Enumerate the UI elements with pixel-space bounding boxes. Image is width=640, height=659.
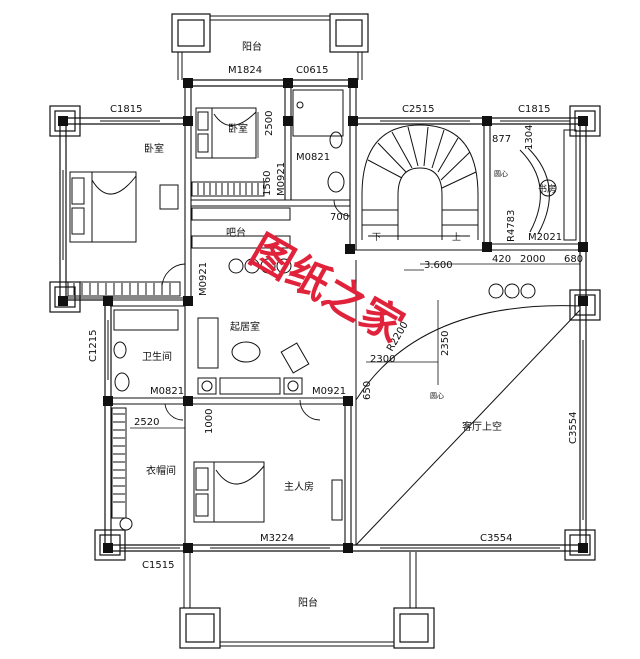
dimension-lines — [130, 112, 580, 429]
stair-down-label: 下 — [372, 233, 381, 243]
center-label-1: 圆心 — [494, 170, 508, 178]
room-label-bath: 卫生间 — [142, 350, 172, 363]
room-labels: 阳台 卧室 卧室 吧台 起居室 卫生间 衣帽间 主人房 书房 客厅上空 阳台 — [142, 40, 556, 609]
dim-m0921-mid: M0921 — [312, 386, 346, 397]
level-mark: 3.600 — [424, 260, 453, 271]
room-label-bedroom-top: 卧室 — [228, 122, 248, 135]
dim-680: 680 — [564, 254, 583, 265]
dim-c2515: C2515 — [402, 104, 434, 115]
dim-m1824: M1824 — [228, 65, 262, 76]
room-label-living: 起居室 — [230, 320, 260, 333]
sofa-set — [197, 317, 310, 395]
dim-c0615: C0615 — [296, 65, 328, 76]
dim-m0921-left: M0921 — [198, 262, 209, 296]
dim-m0821-top: M0821 — [296, 152, 330, 163]
dim-r4783: R4783 — [506, 210, 517, 242]
room-label-study: 书房 — [538, 183, 556, 195]
room-label-void: 客厅上空 — [462, 420, 502, 433]
bathroom-lower — [113, 309, 179, 392]
dim-1560: 1560 — [262, 171, 273, 196]
windows — [62, 120, 584, 549]
closet-rack — [111, 407, 133, 531]
doors — [161, 199, 351, 421]
bed-master — [193, 461, 343, 523]
balcony-top-railing — [177, 15, 363, 80]
dim-1000: 1000 — [204, 409, 215, 434]
room-label-balcony-bottom: 阳台 — [298, 596, 318, 609]
study-desk — [519, 129, 577, 241]
dim-2000: 2000 — [520, 254, 545, 265]
bathroom-top — [292, 89, 345, 193]
room-label-bedroom-left: 卧室 — [144, 142, 164, 155]
dim-2500: 2500 — [264, 111, 275, 136]
room-label-bar: 吧台 — [226, 226, 246, 239]
dim-700: 700 — [330, 212, 349, 223]
wardrobe-left — [67, 281, 181, 297]
small-labels: 下 上 圆心 圆心 — [372, 170, 508, 400]
wall-columns — [58, 78, 588, 553]
dim-m0921-v1: M0921 — [276, 162, 287, 196]
dim-m3224: M3224 — [260, 533, 294, 544]
dim-650: 650 — [362, 381, 373, 400]
wardrobe-top — [191, 181, 265, 197]
void-outline — [355, 260, 581, 546]
bar-counter — [191, 207, 292, 274]
dim-c1815-right: C1815 — [518, 104, 550, 115]
room-label-master: 主人房 — [284, 480, 314, 493]
dim-877: 877 — [492, 134, 511, 145]
room-label-balcony-top: 阳台 — [242, 40, 262, 53]
watermark: 图纸之家 — [242, 225, 412, 351]
dim-m2021: M2021 — [528, 232, 562, 243]
dimension-texts: M1824 C0615 C1815 C2515 C1815 2500 M0821… — [88, 65, 583, 571]
dim-2520: 2520 — [134, 417, 159, 428]
stair-up-label: 上 — [452, 232, 461, 243]
bed-top — [195, 107, 257, 159]
interior-walls — [66, 80, 586, 548]
balcony-bottom-railing — [183, 552, 417, 647]
dim-m0821-mid: M0821 — [150, 386, 184, 397]
corner-columns — [49, 13, 601, 649]
exterior-walls — [59, 79, 587, 552]
dim-r1304: 1304 — [524, 125, 535, 150]
center-label-2: 圆心 — [430, 392, 444, 400]
bed-left — [69, 171, 179, 243]
dim-c1215: C1215 — [88, 330, 99, 362]
dim-c3554-bottom: C3554 — [480, 533, 512, 544]
dim-2300: 2300 — [370, 354, 395, 365]
dim-2350: 2350 — [440, 331, 451, 356]
room-label-closet: 衣帽间 — [146, 464, 176, 477]
dim-420: 420 — [492, 254, 511, 265]
spiral-stair — [361, 124, 479, 240]
dim-c1815-left: C1815 — [110, 104, 142, 115]
dim-c3554-right: C3554 — [568, 412, 579, 444]
dim-c1515: C1515 — [142, 560, 174, 571]
